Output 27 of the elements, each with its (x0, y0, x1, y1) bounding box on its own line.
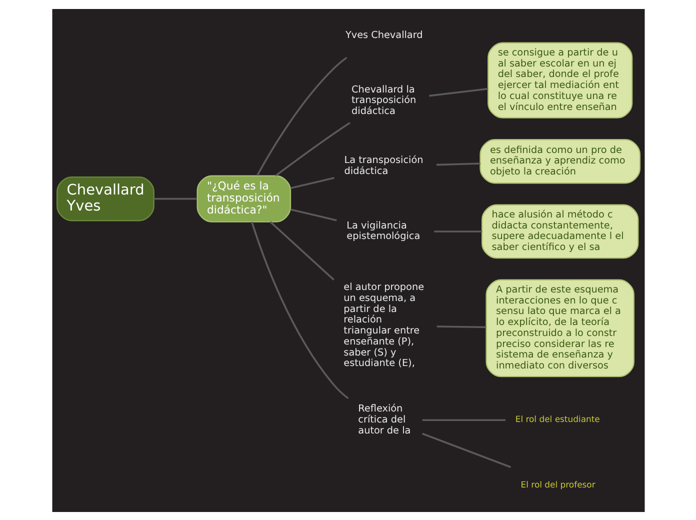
connector (422, 418, 506, 421)
connector (250, 221, 348, 399)
connector (274, 122, 350, 176)
node-box: A partir de este esquema interacciones en lo que c sensu lato que marca el a lo explícito, de la teoría preconstruido a lo constr preciso considerar las re sistema de enseñanza y inmediato con diversos (485, 278, 634, 377)
connector (428, 87, 488, 96)
node-text: Yves Chevallard (344, 29, 422, 40)
node-text: La vigilancia epistemológica (346, 220, 420, 242)
node-box: Chevallard Yves (56, 176, 154, 221)
node-text: Chevallard la transposición didáctica (351, 84, 416, 117)
connector (436, 325, 486, 328)
node-text: Reflexión crítica del autor de la (358, 403, 410, 436)
connector (269, 220, 334, 280)
node-box: es definida como un pro de enseñanza y aprendiz como objeto la creación (479, 138, 640, 184)
node-box: se consigue a partir de u al saber escolar en un ej del saber, donde el profe ejercer tal mediación ent lo cual constituye una re el vínculo entre enseñan (487, 42, 632, 118)
node-box: hace alusión al método c didacta constantemente, supere adecuadamente l el saber científico y el sa (481, 204, 638, 258)
node-text: La transposición didáctica (344, 154, 423, 176)
connector (421, 432, 511, 468)
connector (153, 197, 196, 200)
node-text: El rol del estudiante (514, 414, 600, 424)
node-text: el autor propone un esquema, a partir de la relación triangular entre enseñante (P), saber (S) y estudiante (E), (343, 282, 424, 369)
node-box: "¿Qué es la transposición didáctica?" (196, 174, 291, 222)
node-text: El rol del profesor (520, 478, 595, 489)
connector (436, 162, 480, 166)
connector (256, 56, 347, 176)
connector (290, 176, 334, 189)
connector (290, 208, 336, 221)
connector (434, 230, 482, 232)
